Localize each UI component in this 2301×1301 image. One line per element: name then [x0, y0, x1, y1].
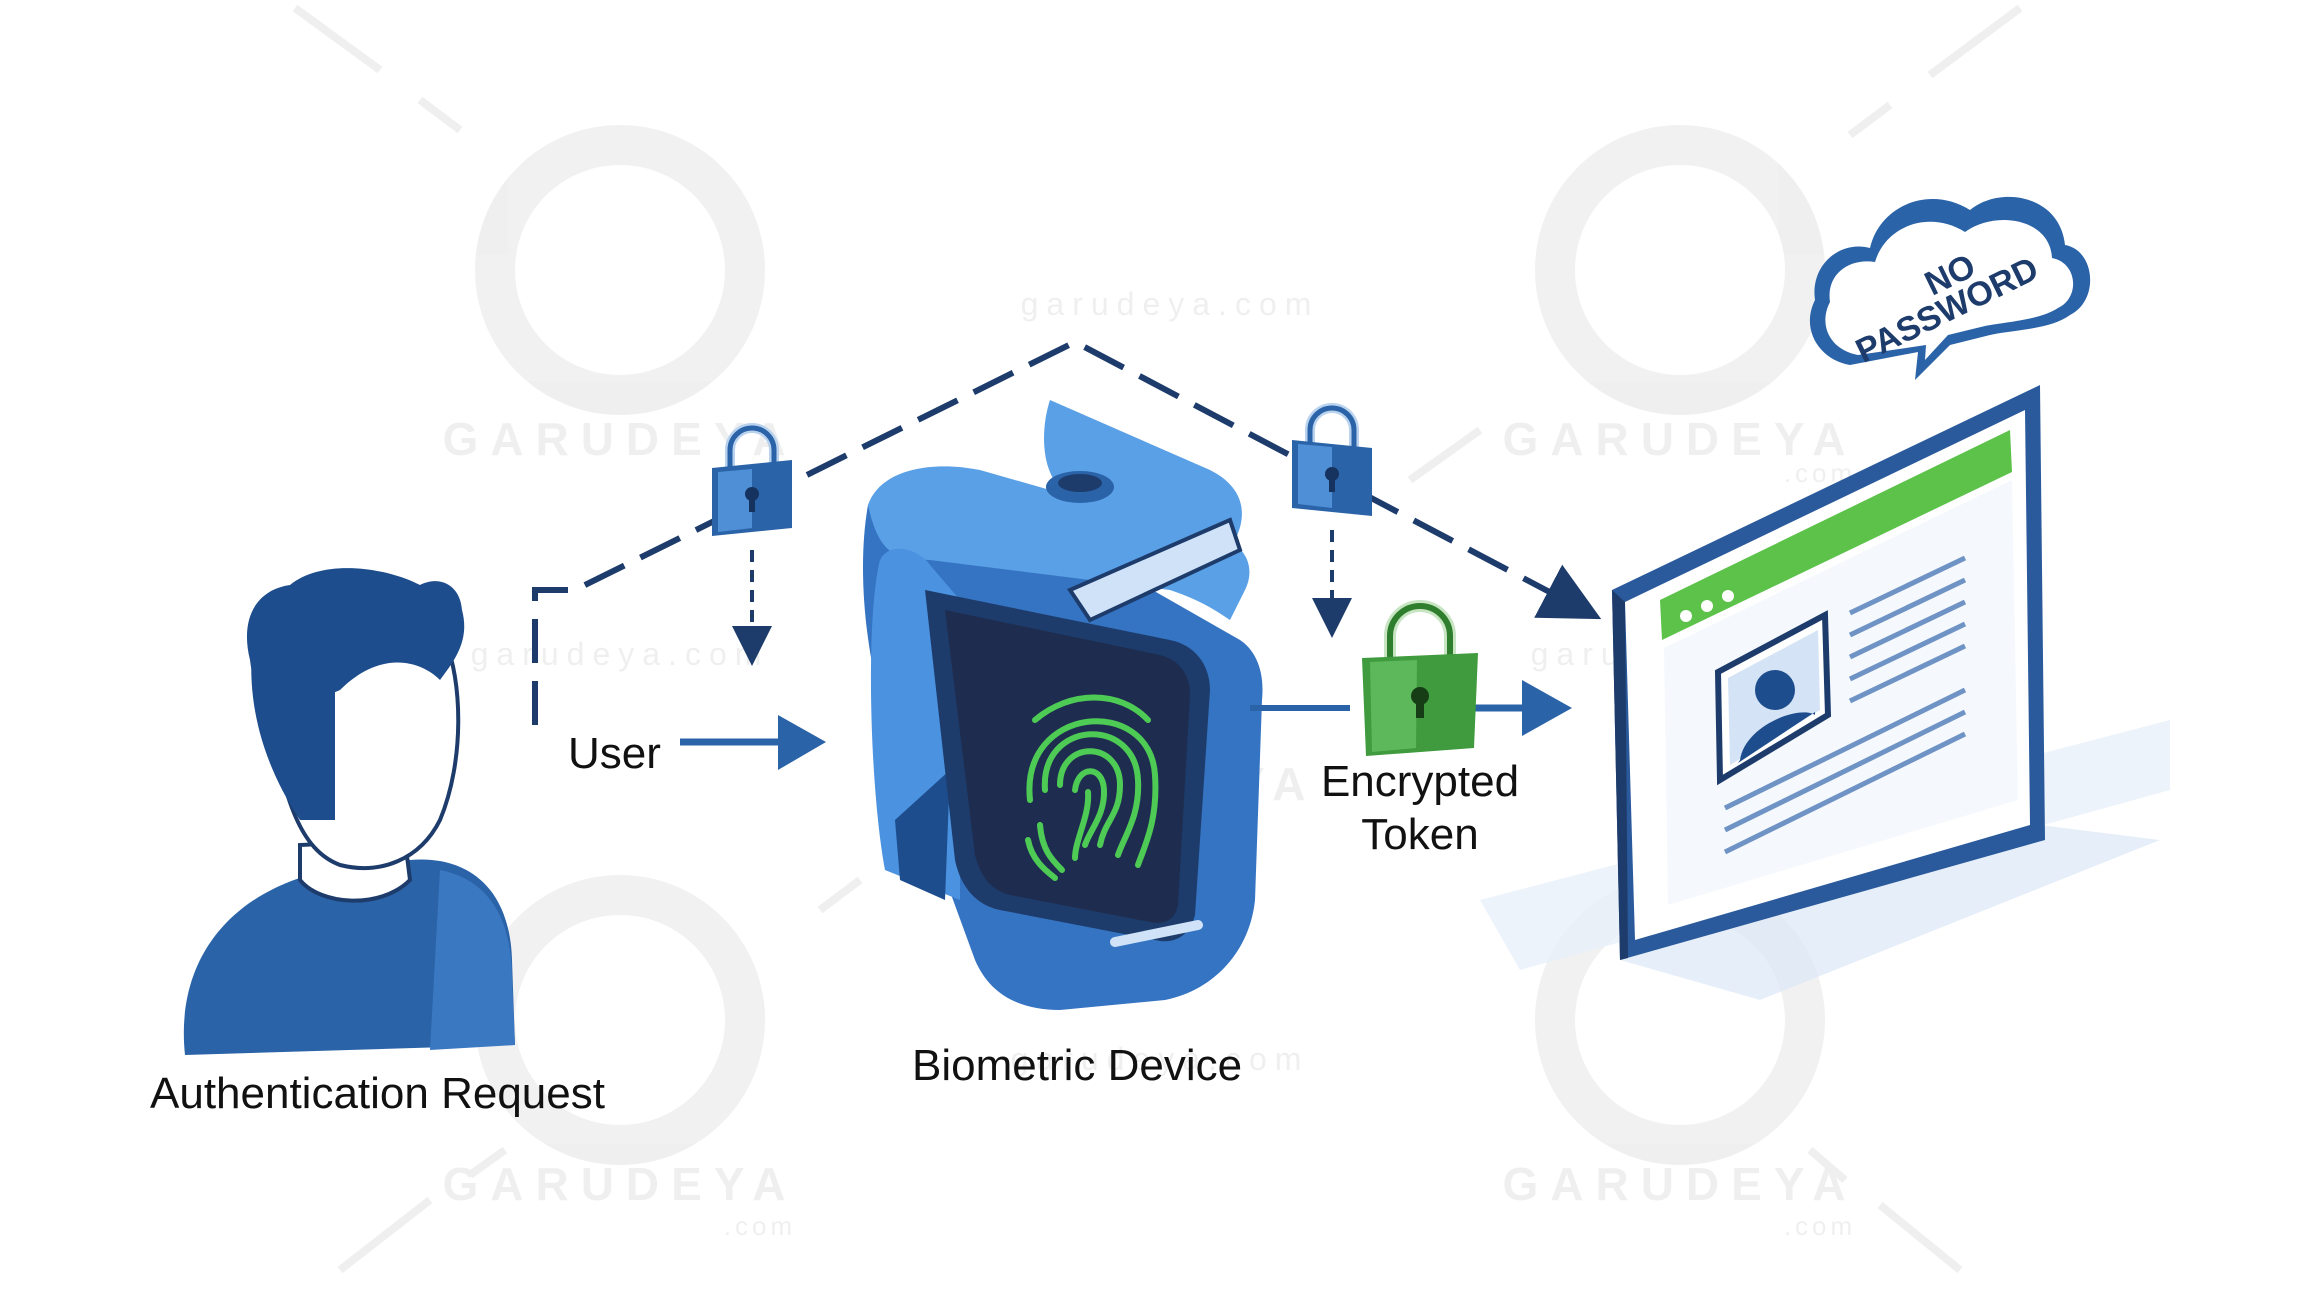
browser-window [1480, 385, 2170, 1000]
window-dot-icon [1722, 590, 1734, 602]
padlock-icon [712, 423, 792, 536]
profile-photo-icon [1714, 610, 1832, 786]
watermark-logo-icon [475, 125, 765, 415]
label-authentication-request: Authentication Request [150, 1069, 605, 1118]
watermark-brand: GARUDEYA [1502, 1158, 1857, 1210]
label-encrypted-token: Encrypted Token [1305, 756, 1535, 862]
user-to-device-arrow [680, 715, 826, 770]
window-dot-icon [1701, 600, 1713, 612]
no-password-cloud-icon: NO PASSWORD [1809, 196, 2091, 380]
padlock-icon [1292, 403, 1372, 516]
watermark-domain: garudeya.com [471, 636, 770, 672]
secure-channel-path [532, 338, 1602, 725]
fingerprint-icon [1025, 694, 1159, 881]
watermark-logo-icon [1535, 125, 1825, 415]
watermark-brand: GARUDEYA [442, 1158, 797, 1210]
label-encrypted-token-line2: Token [1361, 809, 1479, 859]
watermark-brand: GARUDEYA [1502, 413, 1857, 465]
encrypted-lock-icon [1362, 600, 1478, 756]
window-dot-icon [1680, 610, 1692, 622]
watermark-domain: garudeya.com [1021, 286, 1320, 322]
lock-drop-arrows [732, 530, 1352, 666]
connection-lines [532, 338, 1602, 725]
label-user: User [568, 729, 661, 778]
label-encrypted-token-line1: Encrypted [1320, 757, 1520, 806]
user-avatar-icon [183, 568, 515, 1055]
device-to-browser-arrow [1250, 680, 1572, 736]
watermark-suffix: .com [724, 1211, 796, 1241]
biometric-device [863, 400, 1263, 1010]
text-lines [1723, 555, 1967, 855]
watermark-domain: garudeya.com [1011, 1041, 1310, 1077]
label-biometric-device: Biometric Device [912, 1041, 1243, 1090]
browser-title-bar [1660, 430, 2012, 640]
watermark-suffix: .com [1784, 1211, 1856, 1241]
